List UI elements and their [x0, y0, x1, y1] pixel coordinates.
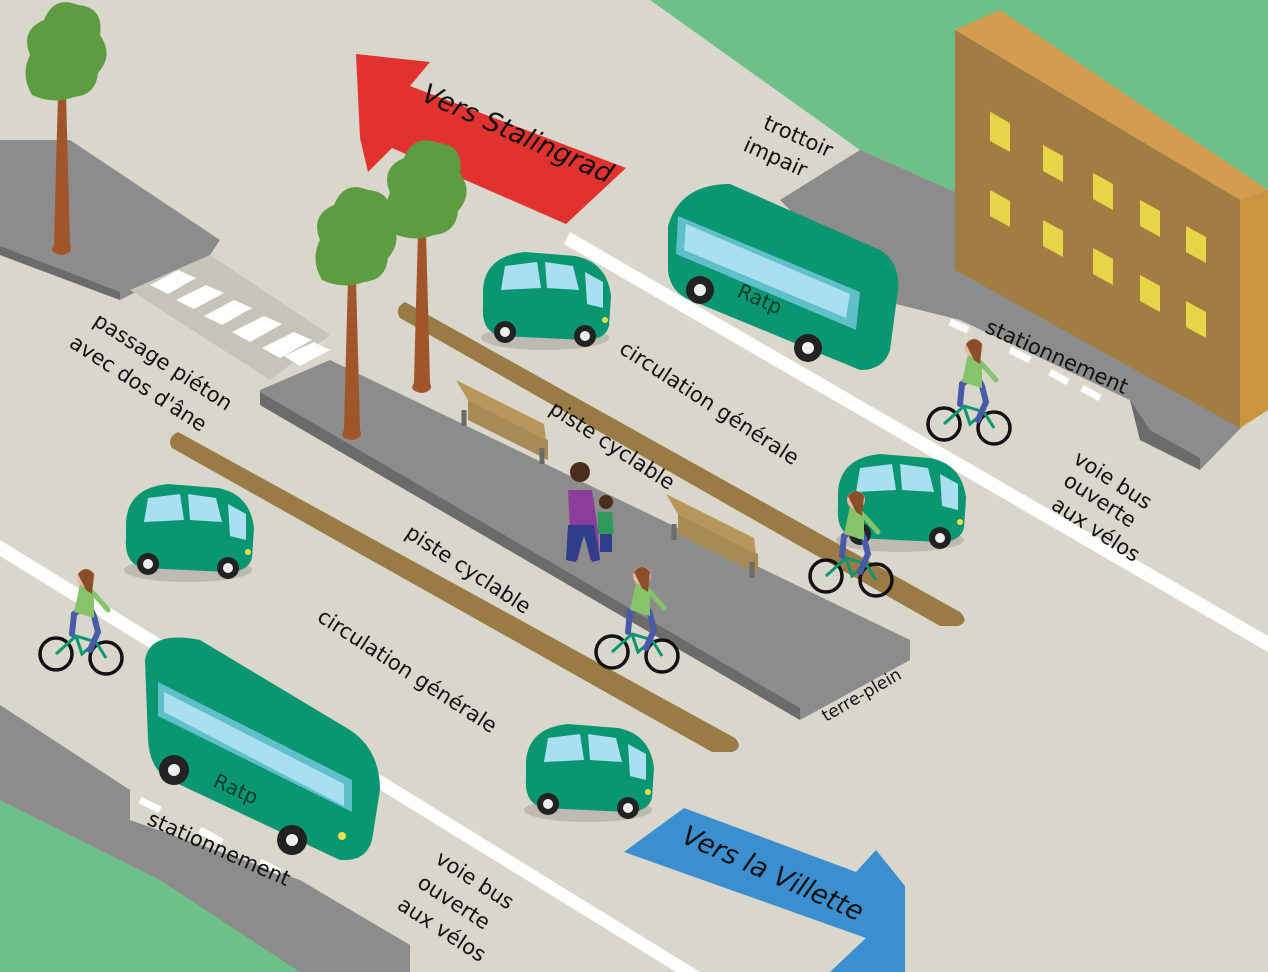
arrow-stalingrad: [356, 54, 626, 224]
crosswalk-stripes: [150, 270, 330, 366]
parking-dashes-top: [948, 318, 1102, 402]
car-2: [124, 484, 255, 582]
building: [955, 10, 1268, 428]
car-1: [481, 252, 611, 350]
sidewalk-left-top: [0, 140, 220, 300]
divider-top: [397, 302, 965, 626]
divider-bottom: [170, 432, 739, 752]
median-terre-plein: [260, 360, 910, 720]
car-4: [524, 724, 654, 822]
bus-top: [668, 184, 899, 370]
sidewalk-right: [780, 150, 1268, 470]
pedestrians: [566, 462, 614, 562]
parking-dashes-bottom: [138, 796, 282, 876]
arrow-villette: [624, 808, 905, 972]
lane-line-top: [564, 232, 1268, 652]
bus-bottom: [145, 637, 380, 861]
